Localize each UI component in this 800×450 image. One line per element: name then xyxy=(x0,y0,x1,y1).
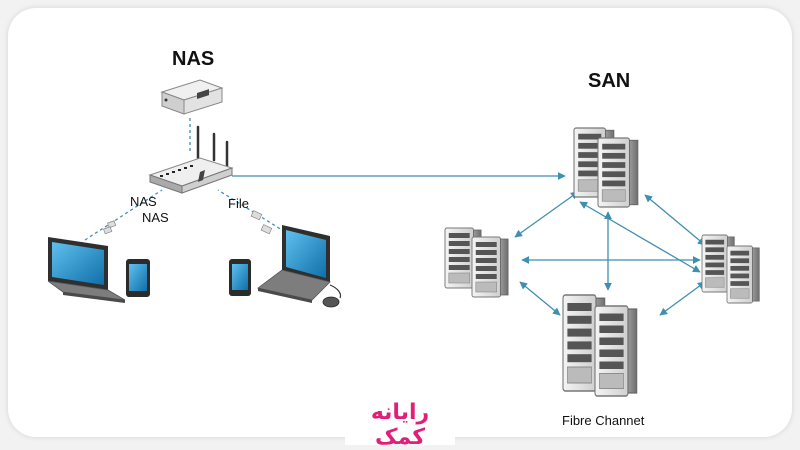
nas-device xyxy=(160,79,224,115)
phone-left xyxy=(126,259,150,297)
router-switch xyxy=(148,125,234,194)
packet-icons-left xyxy=(103,220,117,235)
brand-logo: رایانه کمک xyxy=(370,400,430,450)
san-top-right-link xyxy=(644,194,706,246)
nas-link-label-1: NAS xyxy=(130,194,157,209)
san-left-bottom-link xyxy=(519,281,561,316)
san-server-left xyxy=(444,227,509,298)
nas-title: NAS xyxy=(172,48,215,70)
laptop-right xyxy=(257,225,331,303)
phone-right xyxy=(229,259,251,296)
san-right-bottom-link xyxy=(659,281,706,316)
san-server-bottom xyxy=(562,294,638,397)
san-server-right xyxy=(701,234,760,304)
packet-icons-right xyxy=(250,210,273,235)
san-title: SAN xyxy=(588,70,631,92)
file-link-label: File xyxy=(228,196,249,211)
san-diagonal-link xyxy=(579,201,701,273)
san-top-left-link xyxy=(514,191,579,238)
nas-link-label-2: NAS xyxy=(142,210,169,225)
brand-tab xyxy=(345,392,455,445)
laptop-left xyxy=(47,237,126,303)
san-server-top xyxy=(573,127,639,208)
mouse-icon xyxy=(322,284,342,308)
fibre-channel-label: Fibre Channet xyxy=(562,413,645,428)
